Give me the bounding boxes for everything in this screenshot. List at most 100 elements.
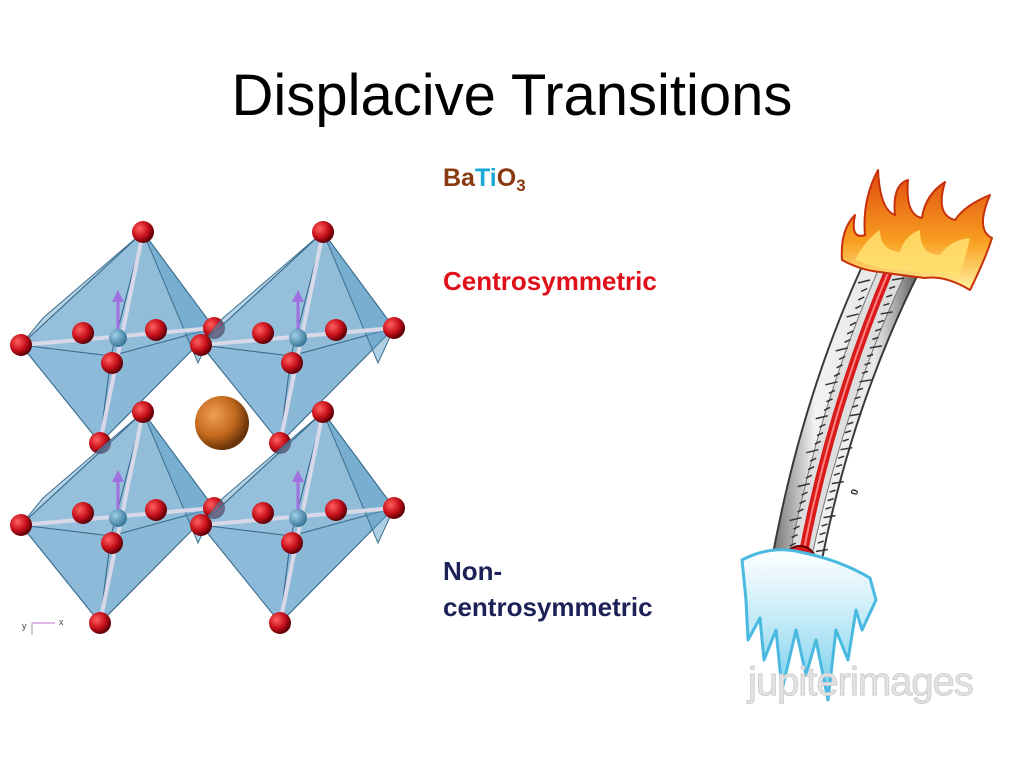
- tick-mark: [849, 321, 857, 327]
- tick-mark: [815, 415, 828, 420]
- non-centrosymmetric-label: Non- centrosymmetric: [443, 553, 653, 625]
- slide-title: Displacive Transitions: [231, 63, 793, 128]
- tick-mark: [860, 287, 868, 293]
- batio3-crystal-structure-image: x y: [10, 221, 405, 635]
- oxygen-atom: [383, 317, 405, 339]
- oxygen-atom: [312, 221, 334, 243]
- tick-mark: [846, 313, 859, 318]
- oxygen-atom: [252, 502, 274, 524]
- tick-mark: [821, 523, 828, 527]
- oxygen-atom: [101, 532, 123, 554]
- tick-mark: [789, 516, 802, 522]
- tick-mark: [835, 347, 848, 352]
- tick-mark: [797, 482, 810, 488]
- tick-mark: [831, 480, 844, 485]
- tick-mark: [883, 302, 890, 307]
- tick-mark: [855, 304, 862, 310]
- tick-mark: [829, 489, 836, 493]
- titanium-atom: [289, 509, 307, 527]
- octahedra-group: [10, 221, 405, 634]
- tick-mark: [861, 370, 869, 375]
- formula-o: O: [496, 164, 517, 192]
- oxygen-atom: [383, 497, 405, 519]
- oxygen-atom: [281, 352, 303, 374]
- tick-mark: [823, 514, 836, 519]
- tick-mark: [857, 296, 865, 301]
- tick-mark: [846, 330, 854, 335]
- oxygen-atom: [281, 532, 303, 554]
- tick-mark: [809, 457, 817, 462]
- tick-mark: [807, 465, 815, 471]
- tick-mark: [806, 448, 819, 454]
- oxygen-atom: [252, 322, 274, 344]
- tick-mark: [827, 497, 834, 502]
- tick-mark: [842, 438, 849, 442]
- tick-mark: [836, 364, 843, 369]
- tick-mark: [844, 338, 851, 344]
- titanium-atom: [109, 329, 127, 347]
- tick-mark: [817, 540, 824, 544]
- oxygen-atom: [145, 319, 167, 341]
- tick-mark: [833, 472, 841, 476]
- tick-mark: [872, 336, 879, 341]
- thermometer-fire-ice-image: 0: [740, 169, 993, 702]
- tick-mark: [815, 548, 828, 553]
- tick-mark: [816, 432, 824, 437]
- non-centrosymmetric-line1: Non-: [443, 556, 503, 586]
- tick-mark: [874, 328, 882, 332]
- axis-label-y: y: [22, 621, 27, 631]
- tick-mark: [864, 362, 871, 366]
- octahedron: [10, 221, 225, 454]
- tick-mark: [833, 372, 841, 378]
- tick-mark: [838, 355, 846, 361]
- tick-mark: [859, 379, 872, 383]
- tick-mark: [880, 311, 893, 315]
- tick-mark: [851, 404, 859, 408]
- tick-mark: [869, 345, 882, 349]
- tick-mark: [840, 446, 853, 451]
- formula-ba: Ba: [443, 164, 475, 192]
- tick-mark: [844, 430, 852, 434]
- octahedron: [190, 221, 405, 454]
- tick-mark: [866, 353, 874, 358]
- tick-mark: [797, 508, 804, 513]
- tick-mark: [886, 294, 893, 298]
- oxygen-atom: [89, 612, 111, 634]
- oxygen-atom: [72, 502, 94, 524]
- watermark-text: jupiterimages: [748, 660, 975, 705]
- tick-mark: [877, 319, 885, 324]
- oxygen-atom: [269, 612, 291, 634]
- oxygen-atom: [10, 514, 32, 536]
- tick-mark: [828, 389, 836, 394]
- titanium-atom: [289, 329, 307, 347]
- tick-mark: [837, 455, 845, 459]
- tick-mark: [856, 387, 864, 392]
- chemical-formula: BaTiO3: [443, 164, 526, 194]
- tick-mark: [825, 381, 838, 386]
- barium-atom: [195, 396, 249, 450]
- tick-mark: [826, 398, 833, 403]
- axis-label-x: x: [59, 617, 64, 627]
- oxygen-atom: [325, 319, 347, 341]
- tick-mark: [801, 491, 808, 496]
- tick-mark: [857, 279, 871, 284]
- tick-mark: [849, 413, 862, 417]
- oxygen-atom: [10, 334, 32, 356]
- octahedron: [190, 401, 405, 634]
- tick-mark: [789, 542, 797, 547]
- tick-mark: [791, 533, 798, 539]
- tick-mark: [888, 285, 896, 290]
- tick-mark: [799, 499, 806, 505]
- oxygen-atom: [132, 221, 154, 243]
- oxygen-atom: [190, 334, 212, 356]
- oxygen-atom: [325, 499, 347, 521]
- tick-mark: [814, 440, 822, 445]
- thermometer-zero-mark: 0: [849, 488, 861, 497]
- tick-mark: [825, 506, 832, 510]
- tick-mark: [835, 463, 843, 468]
- oxygen-atom: [312, 401, 334, 423]
- oxygen-atom: [132, 401, 154, 423]
- thermometer-ticks: [781, 277, 905, 564]
- oxygen-atom: [101, 352, 123, 374]
- titanium-atom: [109, 509, 127, 527]
